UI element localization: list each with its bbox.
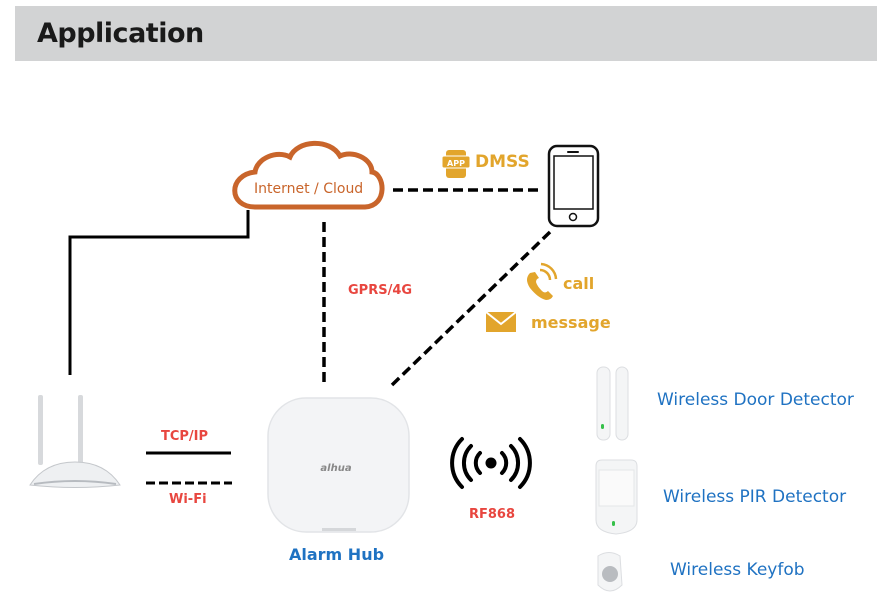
gprs-label: GPRS/4G	[348, 283, 413, 298]
pir-detector-label: Wireless PIR Detector	[663, 487, 847, 507]
alarm-hub-label: Alarm Hub	[289, 545, 385, 564]
dmss-app-label: DMSS	[475, 152, 530, 172]
wifi-label: Wi-Fi	[169, 492, 207, 507]
call-label: call	[563, 274, 595, 293]
phone-call-icon	[527, 262, 558, 300]
envelope-icon	[485, 311, 517, 332]
hub-brand-logo: alhua	[320, 463, 351, 474]
door-detector-image	[596, 366, 629, 441]
app-badge-text: APP	[447, 159, 465, 168]
alarm-hub-image: alhua	[267, 397, 410, 533]
cloud-label: Internet / Cloud	[254, 181, 364, 197]
keyfob-image	[597, 552, 623, 592]
pir-detector-image	[595, 459, 638, 535]
app-icon: APP	[441, 150, 471, 178]
tcpip-label: TCP/IP	[161, 429, 209, 444]
hub-phone-dashed-line	[390, 230, 552, 387]
wireless-signal-icon	[450, 437, 532, 489]
section-header: Application	[15, 6, 877, 61]
router-cloud-line	[68, 210, 250, 375]
router-image	[29, 395, 121, 488]
section-title: Application	[37, 18, 204, 49]
message-label: message	[531, 313, 611, 332]
smartphone-icon	[547, 144, 600, 228]
cloud-icon	[232, 140, 385, 210]
keyfob-label: Wireless Keyfob	[670, 560, 805, 580]
rf868-label: RF868	[469, 507, 516, 522]
door-detector-label: Wireless Door Detector	[657, 390, 854, 410]
